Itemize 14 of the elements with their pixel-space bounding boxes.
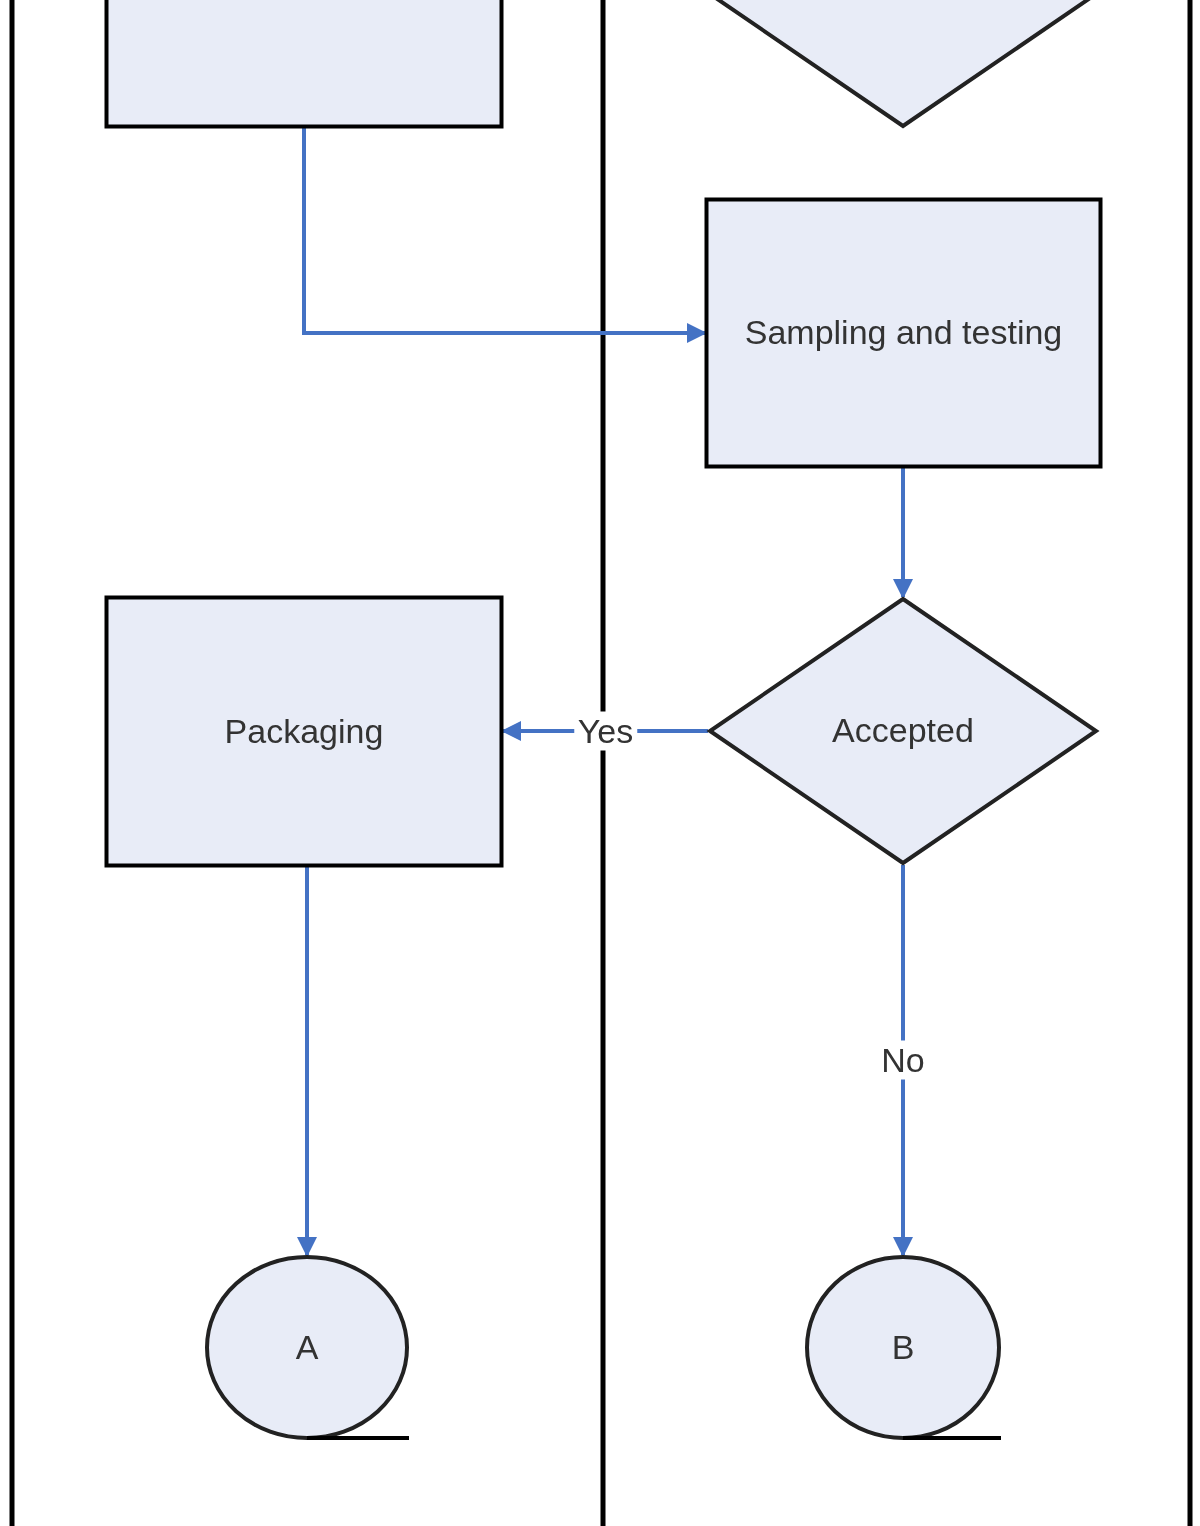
edge-label: Yes	[573, 711, 638, 751]
arrow	[893, 865, 913, 1257]
decision-diamond	[708, 597, 1098, 865]
off-page-connector	[205, 1255, 409, 1440]
process-box	[105, 596, 503, 867]
process-box	[705, 198, 1102, 468]
node-label: Accepted	[831, 710, 975, 752]
arrow	[297, 867, 317, 1257]
off-page-connector	[805, 1255, 1001, 1440]
node-label: Packaging	[223, 710, 385, 752]
node-label: Sampling and testing	[743, 312, 1064, 354]
node-label: A	[294, 1326, 320, 1368]
node-label: B	[890, 1326, 916, 1368]
arrow	[893, 468, 913, 599]
